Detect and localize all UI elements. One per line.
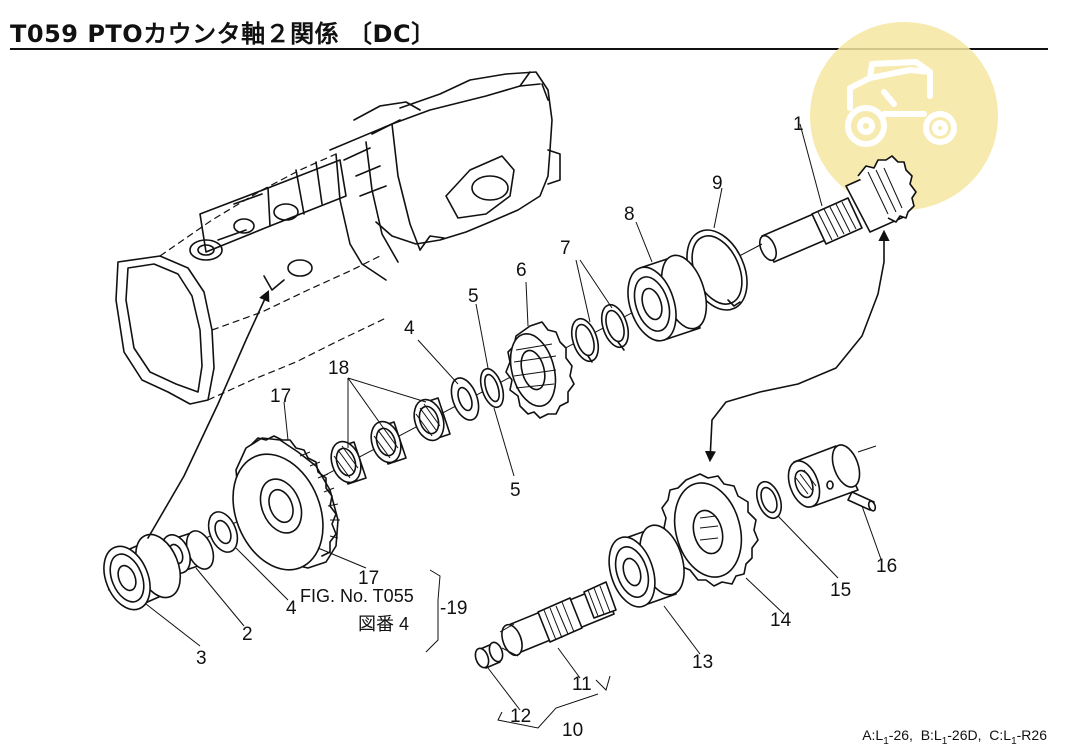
- label-part-10: 10: [562, 720, 583, 741]
- part-12-collar: [474, 641, 504, 669]
- page-title: T059 PTOカウンタ軸２関係 〔DC〕: [10, 20, 436, 48]
- label-part-5-lower: 5: [510, 480, 521, 501]
- part-18-needle-bearings: [330, 397, 451, 485]
- label-part-16: 16: [876, 556, 897, 577]
- label-part-5-upper: 5: [468, 286, 479, 307]
- part-16-coupling-sleeve: [787, 444, 877, 512]
- label-part-17-lower: 17: [358, 568, 379, 589]
- label-part-9: 9: [712, 173, 723, 194]
- tractor-icon: [845, 59, 957, 147]
- leader-lines: [145, 123, 883, 729]
- part-6-spur-gear: [505, 321, 575, 419]
- reference-zuban-label: 図番 4: [358, 614, 409, 634]
- label-part-14: 14: [770, 610, 792, 631]
- label-part-18: 18: [328, 358, 349, 379]
- label-part-11: 11: [572, 674, 592, 695]
- part-number-labels: 1 9 8 7 6 5 4 18 17 5 17 4 2 3 16 15 14 …: [196, 114, 897, 741]
- label-part-19: -19: [440, 598, 467, 619]
- reference-figure-label: FIG. No. T055: [300, 586, 414, 606]
- part-11-splined-shaft: [499, 581, 617, 657]
- part-17-idler-gear: [232, 435, 340, 571]
- part-13-ball-bearing: [608, 524, 685, 608]
- assembly-arrows: [147, 229, 890, 539]
- label-part-4-upper: 4: [404, 318, 415, 339]
- label-part-15: 15: [830, 580, 851, 601]
- title-divider: [10, 48, 1048, 50]
- label-part-7: 7: [560, 238, 571, 259]
- label-part-1: 1: [793, 114, 804, 135]
- label-part-8: 8: [624, 204, 635, 225]
- label-part-13: 13: [692, 652, 713, 673]
- transmission-case: [115, 71, 561, 405]
- label-part-4-lower: 4: [286, 598, 297, 619]
- label-part-6: 6: [516, 260, 527, 281]
- part-15-circlip: [755, 480, 783, 520]
- part-14-gear: [661, 473, 759, 587]
- label-part-17-upper: 17: [270, 386, 291, 407]
- part-4-thrust-washer-lower: [207, 511, 239, 553]
- label-part-3: 3: [196, 648, 207, 669]
- tractor-logo-watermark: [810, 22, 998, 210]
- model-applicability-note: A:L1-26, B:L1-26D, C:L1-R26: [862, 727, 1047, 747]
- label-part-2: 2: [242, 624, 253, 645]
- label-part-12: 12: [510, 706, 531, 727]
- part-4-thrust-washer-upper: [450, 377, 480, 421]
- part-7-snap-ring-pair: [570, 303, 630, 363]
- part-3-ball-bearing: [103, 533, 182, 611]
- part-8-ball-bearing: [627, 254, 708, 342]
- part-5-circlip: [479, 367, 505, 409]
